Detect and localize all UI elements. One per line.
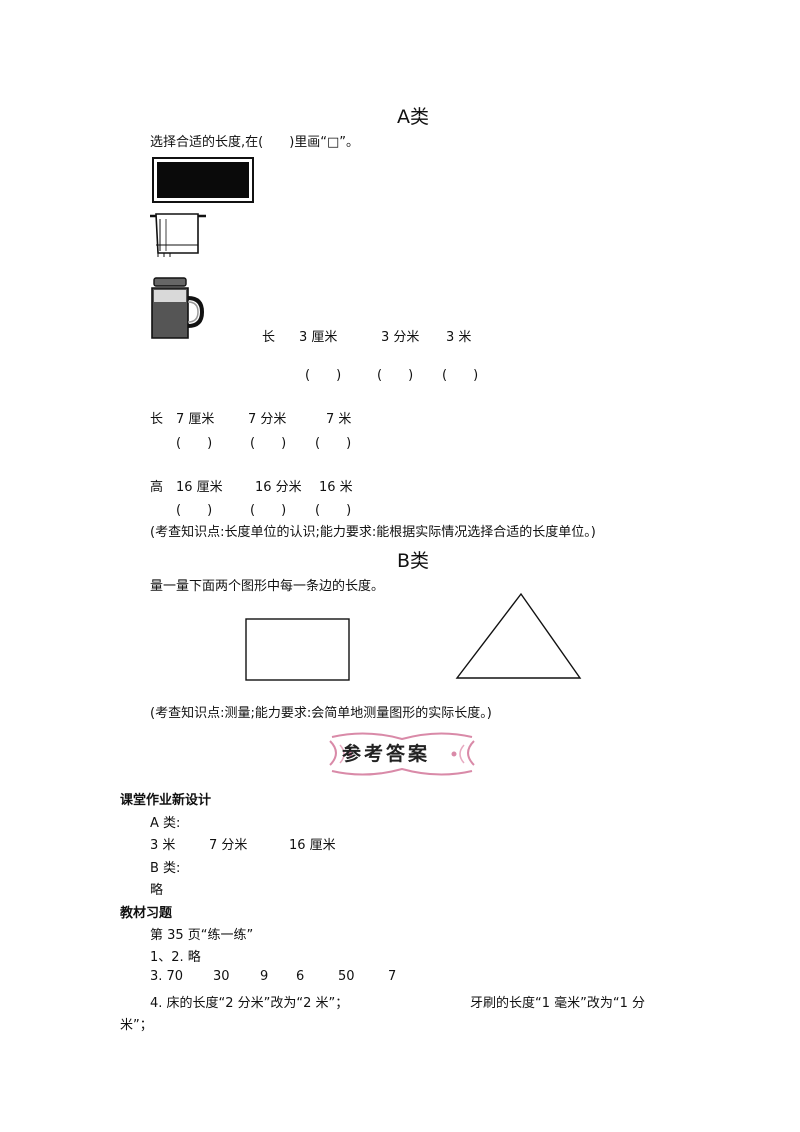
- section-b-heading: B类: [397, 550, 430, 572]
- blackboard-icon: [152, 157, 254, 207]
- item2-blank-m[interactable]: ( ): [315, 436, 352, 451]
- item1-option-dm: 3 分米: [381, 330, 420, 345]
- section-b-instruction: 量一量下面两个图形中每一条边的长度。: [150, 579, 385, 594]
- answers-title-textbook: 教材习题: [120, 906, 173, 921]
- answers-line-3-5: 50: [338, 969, 355, 984]
- answers-a-value-2: 7 分米: [209, 838, 248, 853]
- item1-option-cm: 3 厘米: [299, 330, 338, 345]
- answers-line-3-1: 3. 70: [150, 969, 184, 984]
- answers-line-3-4: 6: [296, 969, 305, 984]
- answer-banner-title: 参考答案: [342, 743, 431, 765]
- item1-blank-m[interactable]: ( ): [442, 368, 479, 383]
- item3-blank-cm[interactable]: ( ): [176, 503, 213, 518]
- answers-line-3-2: 30: [213, 969, 230, 984]
- item1-blank-cm[interactable]: ( ): [305, 368, 342, 383]
- towel-icon: [148, 209, 208, 263]
- item3-blank-dm[interactable]: ( ): [250, 503, 287, 518]
- rectangle-shape: [245, 618, 351, 686]
- item2-blank-cm[interactable]: ( ): [176, 436, 213, 451]
- mug-icon: [148, 276, 205, 346]
- item3-option-dm: 16 分米: [255, 480, 302, 495]
- answer-banner: [326, 727, 478, 785]
- answers-a-value-1: 3 米: [150, 838, 176, 853]
- item3-option-cm: 16 厘米: [176, 480, 223, 495]
- answers-line-3-6: 7: [388, 969, 397, 984]
- answers-b-label: B 类:: [150, 861, 181, 876]
- section-a-note: (考查知识点:长度单位的认识;能力要求:能根据实际情况选择合适的长度单位。): [150, 525, 596, 540]
- item3-blank-m[interactable]: ( ): [315, 503, 352, 518]
- item2-option-m: 7 米: [326, 412, 352, 427]
- answers-line-1-2: 1、2. 略: [150, 950, 201, 965]
- answers-a-value-3: 16 厘米: [289, 838, 336, 853]
- answers-line-4-part-1: 4. 床的长度“2 分米”改为“2 米”；: [150, 996, 349, 1011]
- item1-dimension: 长: [262, 330, 276, 345]
- answers-page: 第 35 页“练一练”: [150, 928, 254, 943]
- item2-blank-dm[interactable]: ( ): [250, 436, 287, 451]
- section-a-instruction: 选择合适的长度,在( )里画“□”。: [150, 135, 360, 150]
- item1-blank-dm[interactable]: ( ): [377, 368, 414, 383]
- item1-option-m: 3 米: [446, 330, 472, 345]
- answers-title-classwork: 课堂作业新设计: [120, 793, 212, 808]
- answers-line-4-part-2: 牙刷的长度“1 毫米”改为“1 分: [470, 996, 646, 1011]
- answers-a-label: A 类:: [150, 816, 181, 831]
- item2-option-cm: 7 厘米: [176, 412, 215, 427]
- triangle-shape: [455, 592, 583, 686]
- section-a-heading: A类: [397, 106, 429, 128]
- item2-dimension: 长: [150, 412, 164, 427]
- answers-b-value: 略: [150, 883, 164, 898]
- answers-line-4-part-3: 米”；: [120, 1018, 153, 1033]
- item3-dimension: 高: [150, 480, 164, 495]
- section-b-note: (考查知识点:测量;能力要求:会简单地测量图形的实际长度。): [150, 706, 492, 721]
- item3-option-m: 16 米: [319, 480, 353, 495]
- answers-line-3-3: 9: [260, 969, 269, 984]
- item2-option-dm: 7 分米: [248, 412, 287, 427]
